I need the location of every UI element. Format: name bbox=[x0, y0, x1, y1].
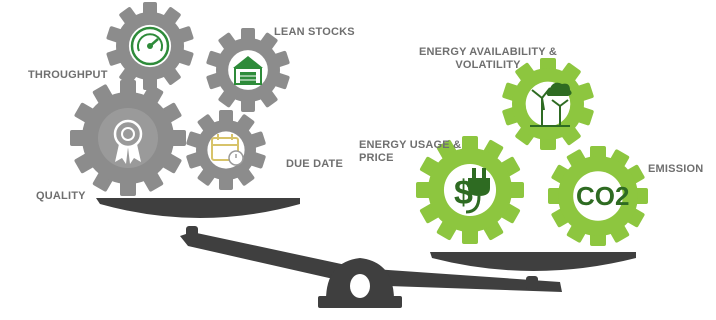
right-pan-joint bbox=[526, 276, 538, 290]
label-energy-availability-line2: VOLATILITY bbox=[455, 59, 521, 71]
dollar-plug-icon: $ bbox=[454, 168, 490, 214]
label-energy-usage: ENERGY USAGE & PRICE bbox=[359, 139, 461, 165]
speedometer-icon bbox=[130, 26, 170, 66]
co2-text: CO2 bbox=[576, 181, 629, 211]
label-energy-usage-line2: PRICE bbox=[359, 152, 394, 164]
left-pan-joint bbox=[186, 226, 198, 240]
label-quality: QUALITY bbox=[36, 190, 86, 202]
label-energy-availability: ENERGY AVAILABILITY & VOLATILITY bbox=[418, 46, 558, 72]
balance-scale bbox=[96, 198, 636, 308]
gear-quality bbox=[70, 80, 186, 196]
co2-icon: CO2 bbox=[576, 181, 629, 211]
label-energy-availability-line1: ENERGY AVAILABILITY & bbox=[418, 46, 558, 58]
scale-fulcrum bbox=[318, 258, 402, 308]
label-emission: EMISSION bbox=[648, 163, 704, 175]
left-pan bbox=[96, 198, 300, 218]
gear-lean-stocks bbox=[206, 28, 290, 112]
warehouse-icon bbox=[233, 56, 263, 85]
label-throughput: THROUGHPUT bbox=[28, 69, 108, 81]
calendar-clock-icon bbox=[211, 134, 244, 166]
label-due-date: DUE DATE bbox=[286, 158, 344, 170]
award-ribbon-icon bbox=[113, 119, 143, 164]
gear-emission bbox=[548, 146, 648, 246]
scale-beam bbox=[180, 232, 562, 292]
wind-turbine-cloud-icon bbox=[530, 82, 572, 127]
label-energy-usage-line1: ENERGY USAGE & bbox=[359, 139, 462, 151]
right-pan bbox=[430, 252, 636, 271]
gear-due-date bbox=[186, 110, 266, 190]
label-lean-stocks: LEAN STOCKS bbox=[274, 26, 355, 38]
